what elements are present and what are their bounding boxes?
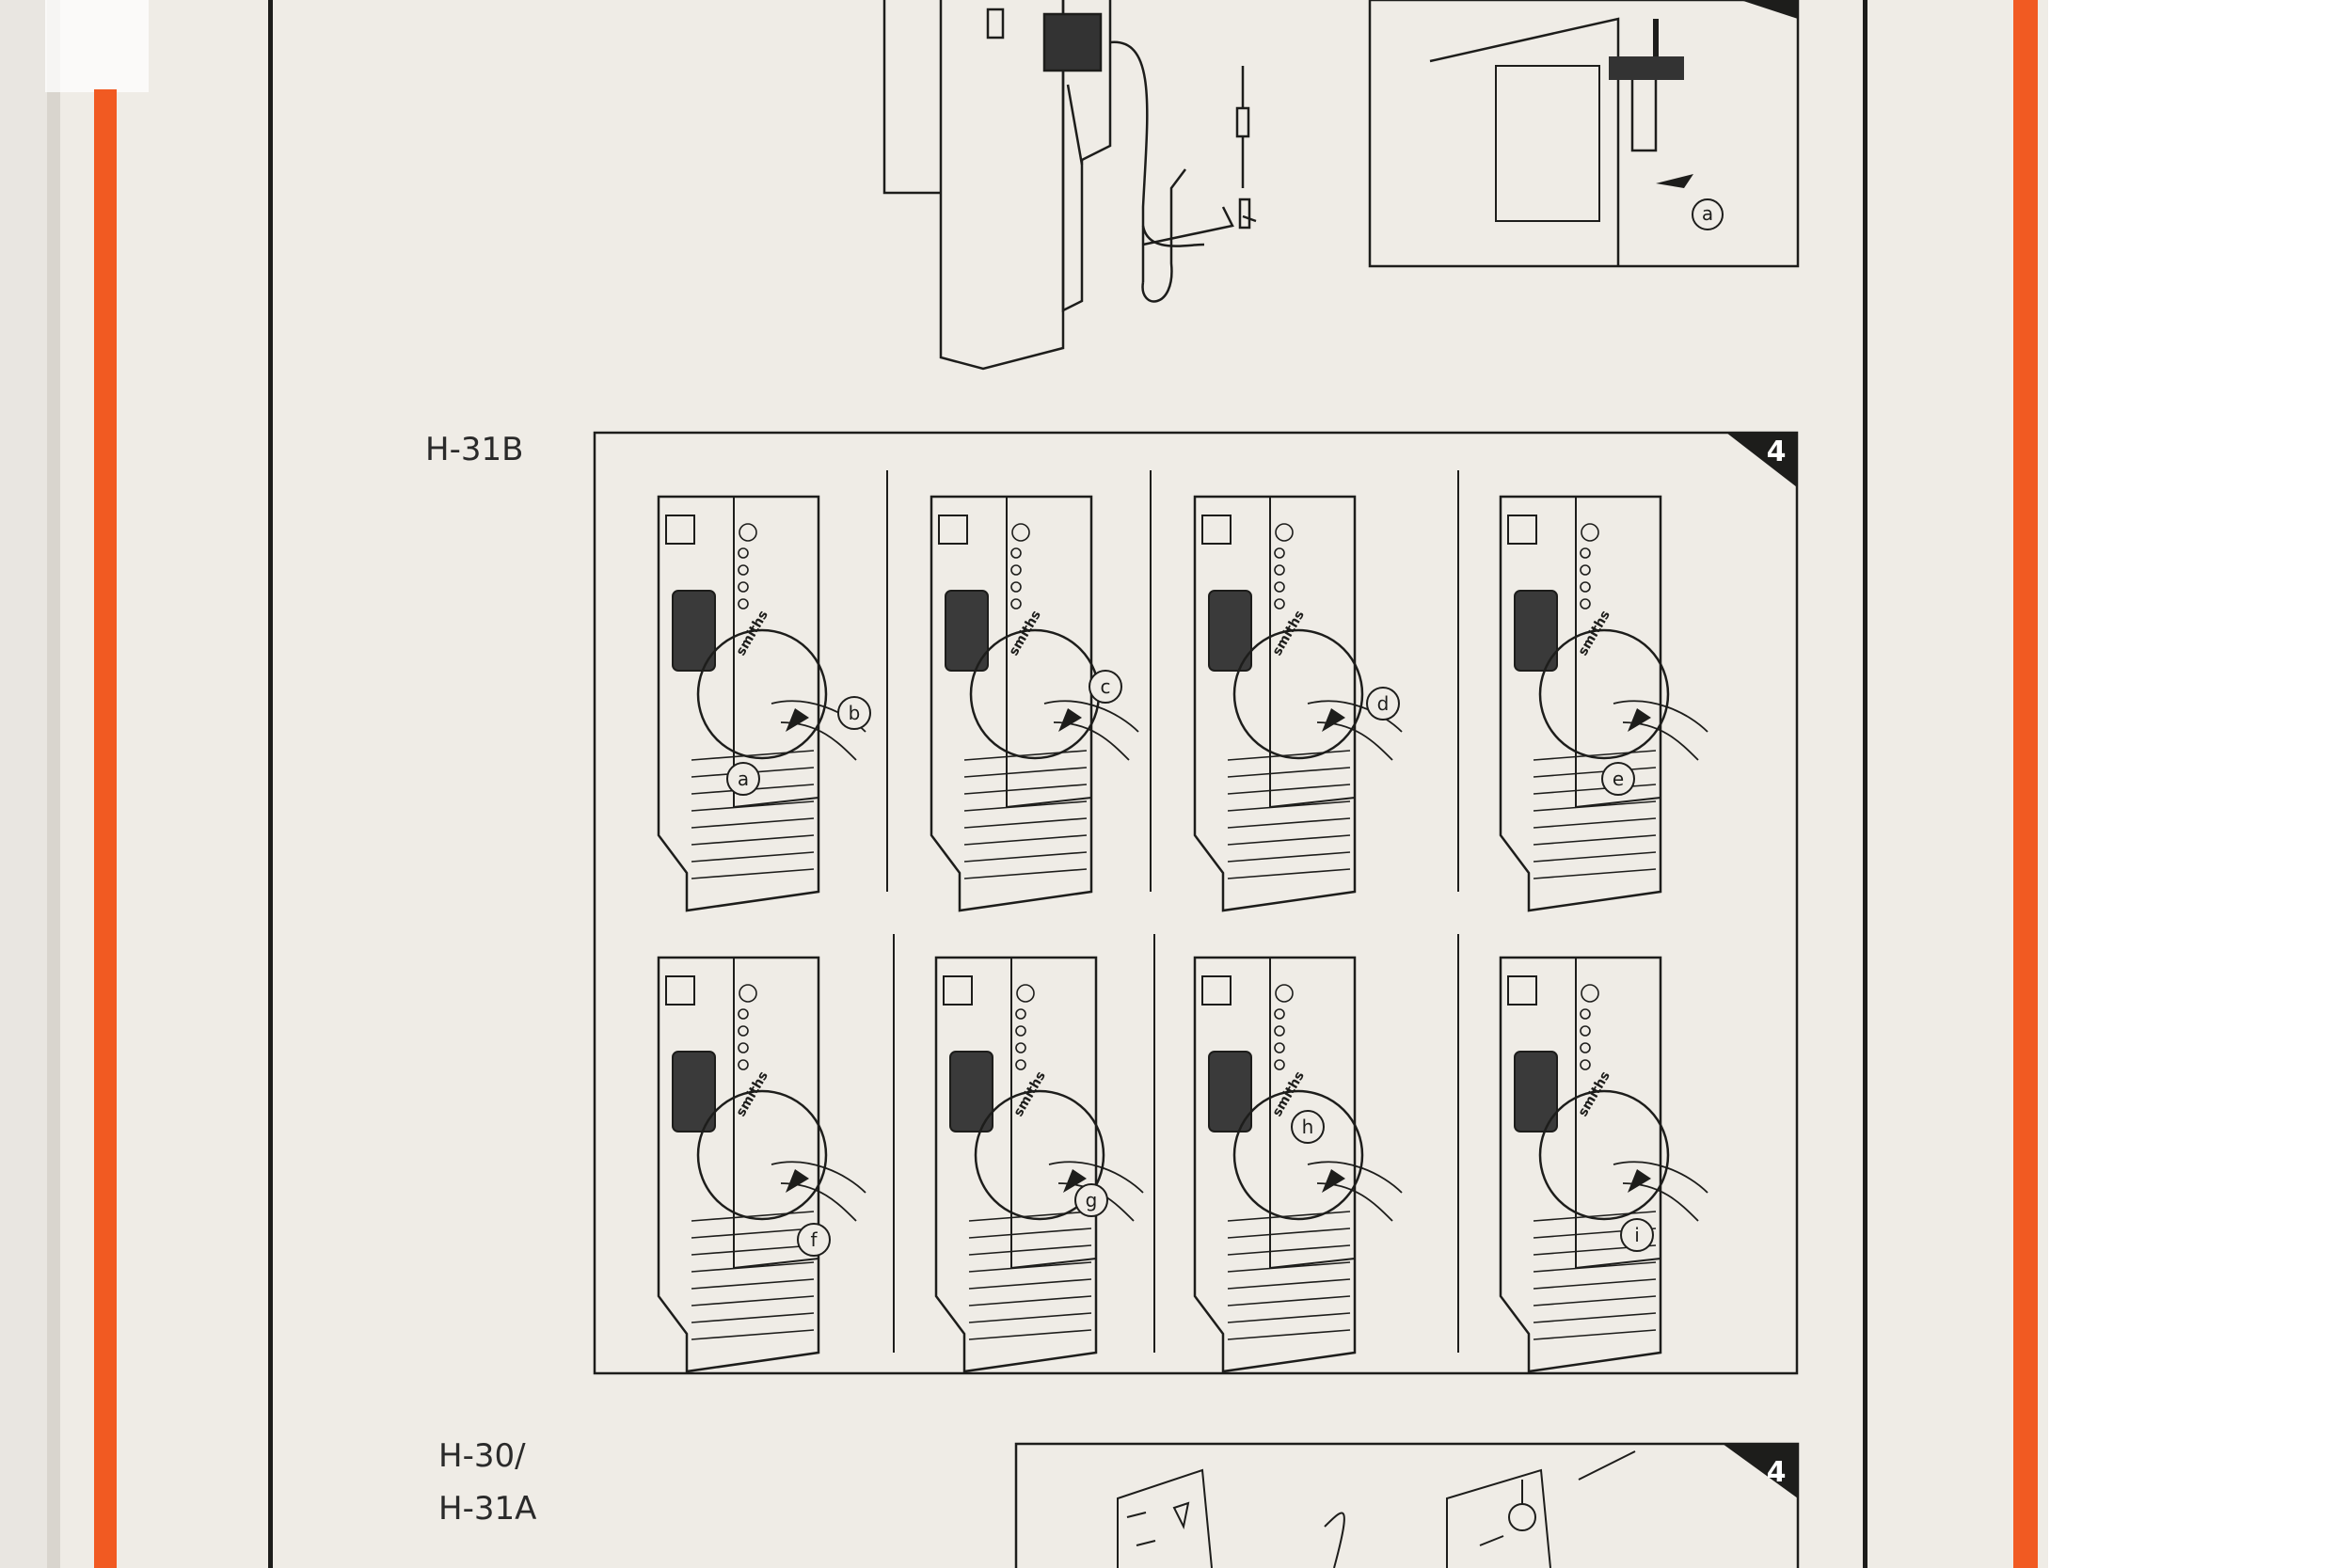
callout-letter-i: i — [1634, 1224, 1640, 1246]
callout-letter-h: h — [1302, 1116, 1314, 1138]
background-right — [2051, 0, 2352, 1568]
callout-circle-a — [726, 762, 760, 796]
callout-letter-e: e — [1613, 768, 1624, 790]
step-illustration-5: smiths f — [657, 956, 866, 1373]
callout-circle-c — [1089, 670, 1122, 704]
model-label-h30-h31a: H-30/ H-31A — [438, 1437, 537, 1528]
step-illustration-2: smiths c — [930, 495, 1139, 912]
device-brand-label: smiths — [734, 608, 771, 658]
callout-circle-e — [1601, 762, 1635, 796]
top-right-panel-illustration — [1368, 0, 1800, 268]
sheet-edge — [47, 0, 60, 1568]
step-illustration-3: smiths d — [1193, 495, 1403, 912]
step-illustration-8: smiths i — [1499, 956, 1708, 1373]
callout-letter-g: g — [1086, 1189, 1098, 1212]
callout-letter-c: c — [1101, 675, 1111, 698]
device-brand-label: smiths — [1576, 1069, 1613, 1119]
model-label-h31b: H-31B — [425, 431, 524, 468]
callout-letter-a: a — [738, 768, 749, 790]
orange-border-left — [94, 89, 117, 1568]
step-badge-shape — [1726, 433, 1797, 487]
callout-circle-d — [1366, 687, 1400, 721]
callout-circle-g — [1074, 1183, 1108, 1217]
device-brand-label: smiths — [1270, 608, 1308, 658]
orange-border-right — [2013, 0, 2038, 1568]
callout-circle-i — [1620, 1218, 1654, 1252]
step-badge-number: 4 — [1767, 436, 1787, 468]
step-illustration-4: smiths e — [1499, 495, 1708, 912]
step-illustration-1: smiths a b — [657, 495, 871, 912]
device-brand-label: smiths — [1011, 1069, 1049, 1119]
top-callout: a — [1702, 202, 1713, 225]
frame-line-right — [1863, 0, 1867, 1568]
instruction-sheet — [49, 0, 2048, 1568]
h30-instruction-panel: 4 — [1014, 1442, 1800, 1568]
device-brand-label: smiths — [734, 1069, 771, 1119]
callout-circle-b — [837, 696, 871, 730]
step-illustration-6: smiths g — [934, 956, 1144, 1373]
background-left — [0, 0, 47, 1568]
callout-letter-d: d — [1377, 692, 1390, 715]
tape-strip — [45, 0, 149, 92]
callout-circle-h — [1291, 1110, 1325, 1144]
top-callout-letter: a — [1702, 202, 1713, 225]
device-brand-label: smiths — [1576, 608, 1613, 658]
step-badge-number-h30: 4 — [1767, 1456, 1787, 1489]
frame-line-left — [268, 0, 273, 1568]
device-brand-label: smiths — [1007, 608, 1044, 658]
h31b-instruction-panel: 4 smithsabsmithscsmithsdsmithsesmithsfsm… — [593, 431, 1799, 1375]
callout-letter-f: f — [810, 1228, 818, 1251]
callout-circle-f — [797, 1223, 831, 1257]
callout-letter-b: b — [849, 702, 861, 724]
